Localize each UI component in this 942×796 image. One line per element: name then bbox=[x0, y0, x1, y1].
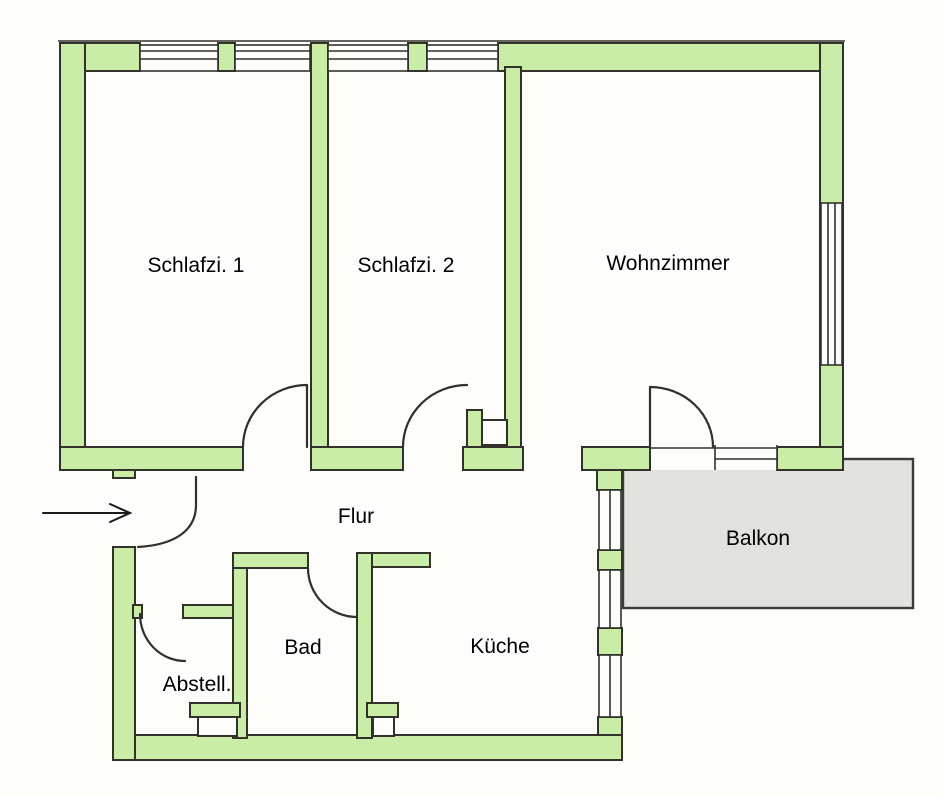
window-bedroom1-right bbox=[234, 44, 311, 72]
label-livingroom: Wohnzimmer bbox=[606, 252, 729, 275]
door-bedroom2 bbox=[401, 383, 469, 449]
livingroom-south-wall-left bbox=[581, 446, 651, 471]
duct-cap-storage bbox=[189, 702, 241, 718]
window-kitchen-balcony-1 bbox=[598, 569, 622, 629]
window-bedroom2-left bbox=[327, 44, 409, 72]
top-wall-pier bbox=[407, 42, 428, 72]
entrance-jamb-tab bbox=[112, 469, 136, 479]
windows bbox=[139, 44, 843, 718]
label-bathroom: Bad bbox=[284, 636, 321, 659]
walls bbox=[58, 40, 845, 761]
door-bathroom bbox=[306, 566, 359, 619]
wall-bedroom1-bedroom2 bbox=[310, 42, 329, 448]
door-livingroom bbox=[648, 385, 715, 449]
window-balcony-door bbox=[651, 445, 778, 470]
duct-box-storage bbox=[197, 716, 238, 737]
top-wall-livingroom bbox=[497, 42, 844, 72]
bedroom1-south-wall bbox=[59, 446, 244, 471]
kitchen-north-wall-stub bbox=[371, 552, 431, 568]
shaft-wall-arm bbox=[466, 409, 483, 448]
balcony-wall-pier bbox=[597, 549, 623, 571]
hall-balcony-wall-top bbox=[596, 469, 623, 491]
bath-north-wall bbox=[232, 552, 309, 569]
label-balcony: Balkon bbox=[726, 527, 790, 550]
balcony-slab bbox=[621, 457, 915, 610]
doors bbox=[136, 383, 715, 663]
door-bedroom1 bbox=[241, 383, 309, 449]
shaft-box bbox=[481, 419, 508, 446]
door-storage bbox=[138, 612, 187, 663]
storage-door-jamb bbox=[132, 604, 143, 619]
label-kitchen: Küche bbox=[470, 635, 530, 658]
label-storage: Abstell. bbox=[163, 673, 232, 696]
door-entrance bbox=[136, 475, 198, 549]
wall-bath-kitchen bbox=[356, 552, 373, 739]
balcony bbox=[621, 457, 915, 610]
window-bedroom1-left bbox=[139, 44, 219, 72]
wall-bedroom2-livingroom bbox=[504, 66, 522, 448]
label-bedroom2: Schlafzi. 2 bbox=[358, 254, 455, 277]
duct-box-kitchen bbox=[372, 716, 395, 737]
window-livingroom-east bbox=[820, 202, 843, 366]
left-outer-wall-lower bbox=[112, 546, 136, 761]
livingroom-south-wall-right bbox=[776, 446, 844, 471]
shaft-wall-base bbox=[462, 446, 524, 471]
balcony-wall-pier bbox=[597, 627, 623, 656]
entrance-arrow-icon bbox=[42, 503, 133, 523]
window-kitchen-balcony-2 bbox=[598, 654, 622, 718]
bottom-outer-wall bbox=[112, 734, 623, 761]
window-bedroom2-right bbox=[426, 44, 499, 72]
duct-cap-kitchen bbox=[366, 702, 399, 718]
top-wall-pier bbox=[217, 42, 236, 72]
storage-north-wall bbox=[182, 604, 238, 619]
label-hall: Flur bbox=[338, 505, 374, 528]
window-hall-balcony bbox=[598, 489, 622, 551]
bedroom2-south-wall bbox=[310, 446, 404, 471]
room-labels: Schlafzi. 1 Schlafzi. 2 Wohnzimmer Flur … bbox=[148, 252, 791, 696]
left-outer-wall-upper bbox=[59, 42, 86, 471]
label-bedroom1: Schlafzi. 1 bbox=[148, 254, 245, 277]
